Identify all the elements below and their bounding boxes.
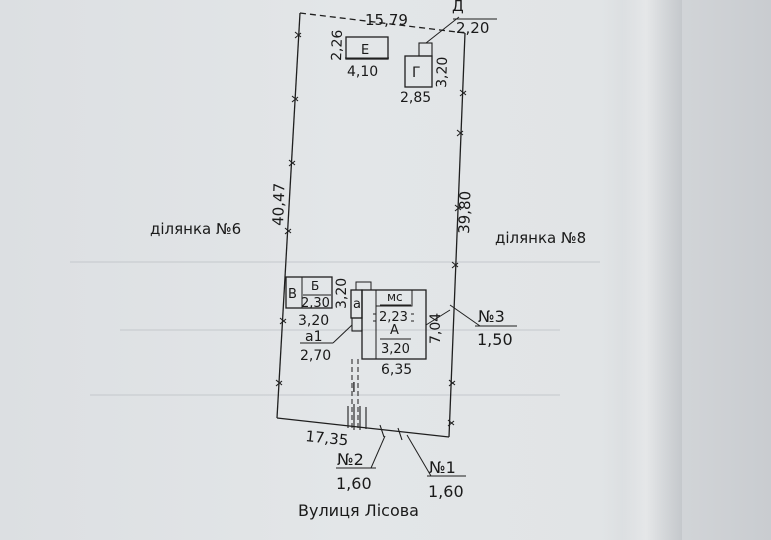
plot-boundary-right [448,32,466,438]
building-E-width: 4,10 [347,64,378,80]
faint-background-lines [70,261,600,396]
building-A-mc-letter: мс [387,290,403,304]
street-name: Вулиця Лісова [298,501,419,520]
point-n1-value: 1,60 [428,482,464,501]
building-B-letter: Б [311,279,319,293]
leader-a1 [332,324,353,344]
building-E [345,36,389,60]
building-a-letter: а [353,297,361,312]
point-n3-value: 1,50 [477,330,513,349]
building-B-depth: 3,20 [334,278,350,309]
leader-7-04 [425,309,451,326]
building-A-letter: А [390,323,399,338]
building-B-length: 2,30 [301,296,330,311]
bottom-ticks [379,424,403,441]
plot-boundary-bottom [276,417,450,438]
point-n3-label: №3 [478,307,505,326]
leader-n2 [370,435,386,469]
leader-n1 [406,434,432,477]
gate-marks [347,404,367,430]
building-E-depth: 2,26 [329,29,346,61]
plot-boundary-top-dashed [299,12,466,34]
label-left-length: 40,47 [269,183,288,227]
building-a-cap [355,281,372,291]
building-a1-label: а1 [305,329,323,345]
building-a1-value: 2,70 [300,348,331,364]
building-G-depth: 3,20 [434,56,451,88]
label-neighbor-right: ділянка №8 [495,229,586,247]
building-G-width: 2,85 [400,90,431,106]
paper-fold [622,0,682,540]
building-A-inner-value: 3,20 [381,342,410,357]
point-n1-label: №1 [429,458,456,477]
building-A-side-ticks [373,313,414,322]
leader-2-20 [425,16,460,44]
label-right-length: 39,80 [455,191,474,235]
building-V-letter: В [288,287,297,302]
plot-boundary-left [276,12,301,419]
building-B [285,276,333,309]
point-n2-label: №2 [337,450,364,469]
label-bottom-length: 17,35 [305,427,350,449]
building-E-letter: Е [361,43,369,58]
label-top-length: 15,79 [365,11,408,29]
building-a1 [351,317,363,332]
gate-letter: I [352,381,356,396]
building-A-width: 6,35 [381,362,412,378]
building-G-annex [418,42,433,57]
building-A-mc-value: 2,23 [379,310,408,325]
entrance-path [351,359,359,428]
label-neighbor-left: ділянка №6 [150,220,241,238]
building-B-width: 3,20 [298,313,329,329]
leader-n3 [449,304,481,327]
building-A-depth: 7,04 [428,313,444,344]
building-G-letter: Г [412,65,421,81]
label-corner-2-20: 2,20 [456,19,489,37]
building-A-inner-outline [375,290,413,359]
boundary-tick-marks [275,31,467,427]
point-n2-value: 1,60 [336,474,372,493]
label-corner-letter: Д [452,0,464,15]
